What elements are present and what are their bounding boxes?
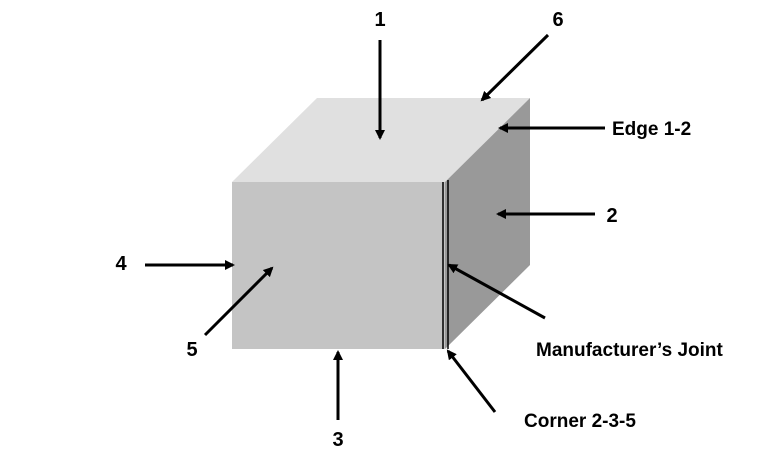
label-manufacturers-joint: Manufacturer’s Joint bbox=[536, 340, 724, 361]
label-corner-2-3-5: Corner 2-3-5 bbox=[524, 411, 636, 432]
label-face-4: 4 bbox=[115, 253, 127, 275]
label-face-3: 3 bbox=[332, 429, 343, 451]
arrow-corner-2-3-5 bbox=[446, 349, 497, 413]
label-face-5: 5 bbox=[186, 339, 197, 361]
front-face bbox=[232, 182, 445, 349]
right-face bbox=[445, 98, 530, 349]
arrow-face-5 bbox=[203, 266, 274, 337]
label-edge-1-2: Edge 1-2 bbox=[612, 119, 691, 140]
label-face-6: 6 bbox=[552, 9, 563, 31]
arrow-face-6 bbox=[480, 33, 550, 102]
label-face-2: 2 bbox=[606, 205, 617, 227]
label-face-1: 1 bbox=[374, 9, 385, 31]
top-face bbox=[232, 98, 530, 182]
arrow-joint bbox=[447, 263, 546, 320]
